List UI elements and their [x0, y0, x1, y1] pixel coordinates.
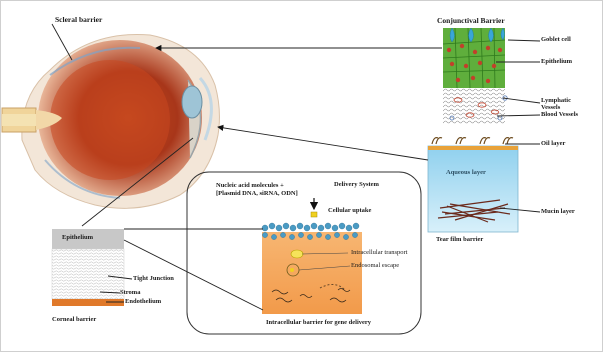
label-lymphatic-vessels: Lymphatic Vessels — [541, 98, 571, 111]
label-goblet-cell: Goblet cell — [541, 37, 571, 44]
label-tear-film-barrier: Tear film barrier — [436, 237, 483, 244]
label-intracellular-transport: Intracellular transport — [351, 250, 408, 257]
label-epithelium-corneal: Epithelium — [62, 235, 93, 242]
eye-cross-section — [2, 34, 219, 208]
label-mucin-layer: Mucin layer — [541, 209, 575, 216]
label-stroma: Stroma — [120, 290, 140, 297]
label-endosomal-escape: Endosomal escape — [351, 263, 399, 270]
label-corneal-barrier: Corneal barrier — [52, 317, 96, 324]
label-delivery-system: Delivery System — [334, 182, 379, 189]
label-intracellular-barrier: Intracellular barrier for gene delivery — [266, 320, 371, 327]
label-epithelium-conjunctival: Epithelium — [541, 59, 572, 66]
label-nucleic-acid: Nucleic acid molecules + [Plasmid DNA, s… — [216, 182, 298, 198]
label-conjunctival-barrier: Conjunctival Barrier — [437, 17, 505, 25]
label-tight-junction: Tight Junction — [133, 276, 174, 283]
label-endothelium: Endothelium — [125, 299, 161, 306]
label-oil-layer: Oil layer — [541, 141, 565, 148]
label-cellular-uptake: Cellular uptake — [328, 208, 371, 215]
label-blood-vessels: Blood Vessels — [541, 112, 578, 119]
label-scleral-barrier: Scleral barrier — [55, 16, 102, 24]
conjunctival-tissue — [443, 28, 507, 124]
tear-film — [428, 138, 518, 232]
cell-membrane-illustration — [262, 198, 362, 314]
label-aqueous-layer: Aqueous layer — [446, 170, 486, 177]
